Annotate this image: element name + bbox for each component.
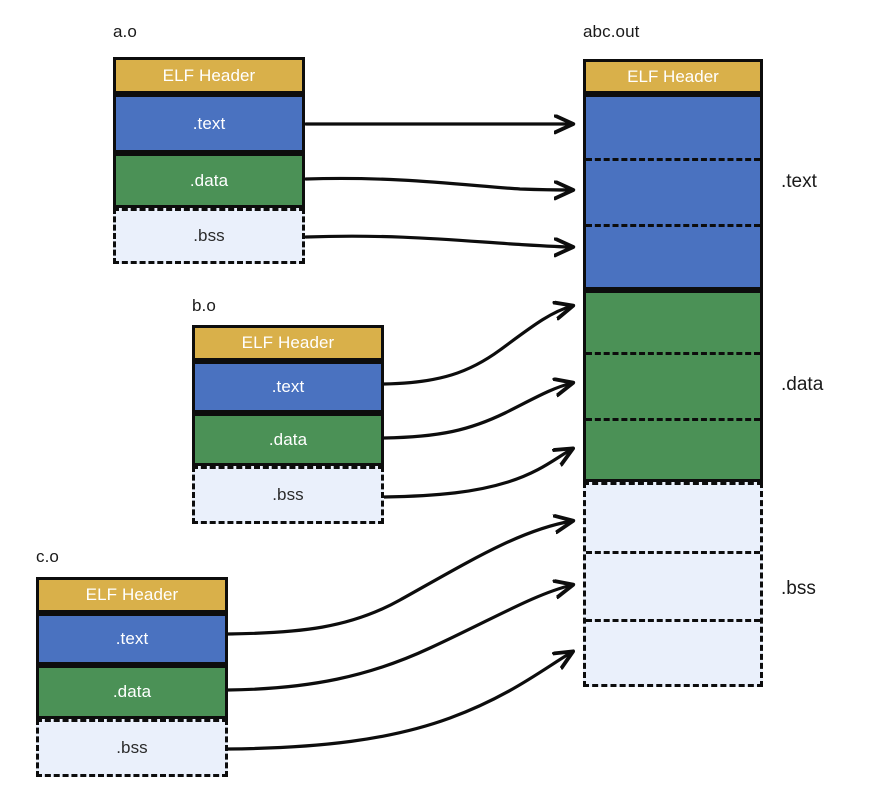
arrow-bo-bss <box>382 449 572 499</box>
arrow-co-text <box>226 521 572 636</box>
co-segment-data[interactable]: .data <box>36 665 228 719</box>
bo-segment-bss[interactable]: .bss <box>192 466 384 524</box>
ao-segment-bss[interactable]: .bss <box>113 208 305 264</box>
out-label-bss: .bss <box>781 578 816 599</box>
out-segment-bss[interactable] <box>583 482 763 687</box>
arrow-bo-data <box>382 383 572 440</box>
co-segment-text[interactable]: .text <box>36 613 228 665</box>
arrow-co-data <box>226 585 572 692</box>
out-label-text: .text <box>781 171 817 192</box>
out-data-divider-2 <box>586 418 760 421</box>
co-segment-bss[interactable]: .bss <box>36 719 228 777</box>
out-text-divider-1 <box>586 158 760 161</box>
ao-segment-data[interactable]: .data <box>113 153 305 208</box>
ao-segment-elf-header[interactable]: ELF Header <box>113 57 305 94</box>
arrow-ao-data <box>304 176 572 190</box>
arrow-ao-bss <box>304 234 572 247</box>
bo-segment-data[interactable]: .data <box>192 413 384 466</box>
arrow-co-bss <box>226 652 572 751</box>
out-bss-divider-1 <box>586 551 760 554</box>
out-label-data: .data <box>781 374 824 395</box>
out-data-divider-1 <box>586 352 760 355</box>
file-label-ao: a.o <box>113 22 137 41</box>
file-label-co: c.o <box>36 547 59 566</box>
out-segment-text[interactable] <box>583 94 763 290</box>
ao-segment-text[interactable]: .text <box>113 94 305 153</box>
out-text-divider-2 <box>586 224 760 227</box>
file-label-bo: b.o <box>192 296 216 315</box>
bo-segment-elf-header[interactable]: ELF Header <box>192 325 384 361</box>
out-bss-divider-2 <box>586 619 760 622</box>
out-segment-data[interactable] <box>583 290 763 482</box>
out-segment-elf-header[interactable]: ELF Header <box>583 59 763 94</box>
file-label-abcout: abc.out <box>583 22 640 41</box>
arrow-bo-text <box>382 306 572 386</box>
co-segment-elf-header[interactable]: ELF Header <box>36 577 228 613</box>
bo-segment-text[interactable]: .text <box>192 361 384 413</box>
